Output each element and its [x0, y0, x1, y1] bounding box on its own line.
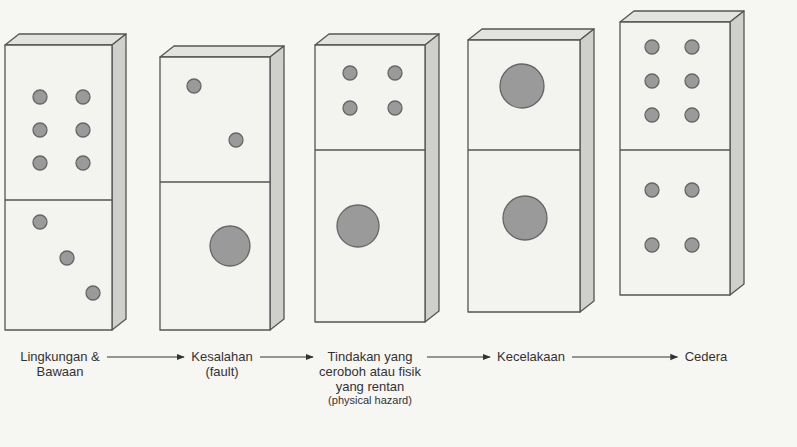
flow-arrow: [572, 356, 678, 357]
step-label: Kesalahan (fault): [189, 349, 255, 379]
step-text: Cedera: [683, 349, 730, 364]
step-note: (physical hazard): [318, 394, 422, 407]
domino: [468, 29, 594, 312]
domino: [5, 34, 126, 330]
flow-arrow: [427, 356, 490, 357]
domino: [620, 11, 744, 295]
domino: [315, 34, 439, 322]
step-label: Cedera: [683, 349, 730, 364]
step-label: Kecelakaan: [495, 349, 567, 364]
step-text: Kecelakaan: [495, 349, 567, 364]
step-label: Tindakan yang ceroboh atau fisik yang re…: [318, 349, 422, 407]
step-text: Kesalahan (fault): [189, 349, 255, 379]
step-label: Lingkungan & Bawaan: [18, 349, 102, 379]
flow-arrow: [260, 356, 313, 357]
flow-arrow: [107, 356, 184, 357]
step-text: Lingkungan & Bawaan: [18, 349, 102, 379]
domino: [160, 46, 284, 330]
step-text: Tindakan yang ceroboh atau fisik yang re…: [318, 349, 422, 394]
